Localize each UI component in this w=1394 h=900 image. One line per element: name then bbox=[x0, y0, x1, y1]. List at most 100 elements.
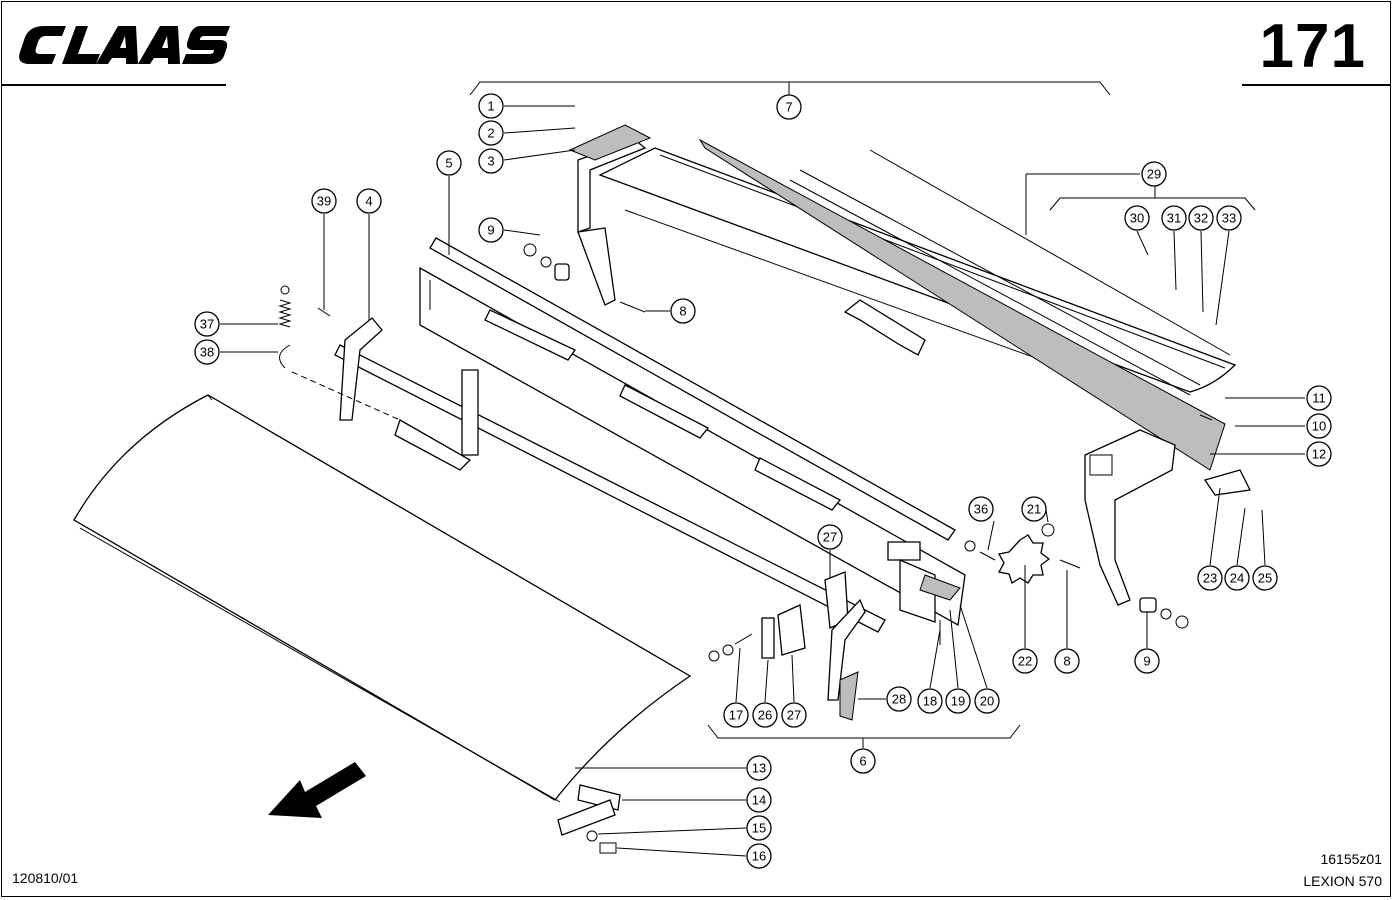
claas-logo bbox=[14, 18, 236, 70]
callout-10: 10 bbox=[1306, 413, 1332, 439]
callout-29: 29 bbox=[1141, 161, 1167, 187]
callout-30: 30 bbox=[1124, 205, 1150, 231]
callout-6: 6 bbox=[850, 748, 876, 774]
callout-8-bottom: 8 bbox=[1054, 648, 1080, 674]
plate-14 bbox=[557, 799, 616, 836]
callout-17: 17 bbox=[723, 702, 749, 728]
callout-9-bottom: 9 bbox=[1134, 648, 1160, 674]
callout-label: 14 bbox=[752, 793, 766, 808]
callout-label: 23 bbox=[1203, 571, 1217, 586]
callout-label: 30 bbox=[1130, 211, 1144, 226]
model-name: LEXION 570 bbox=[1303, 873, 1382, 889]
callout-31: 31 bbox=[1161, 205, 1187, 231]
callout-label: 27 bbox=[787, 708, 801, 723]
spring-37 bbox=[278, 285, 292, 328]
callout-12: 12 bbox=[1306, 441, 1332, 467]
callout-label: 20 bbox=[980, 694, 994, 709]
washer-21 bbox=[1041, 523, 1055, 537]
star-knob-22 bbox=[997, 534, 1051, 584]
callout-label: 31 bbox=[1167, 211, 1181, 226]
callout-18: 18 bbox=[917, 688, 943, 714]
callout-27-bottom: 27 bbox=[781, 702, 807, 728]
callout-label: 3 bbox=[487, 154, 494, 169]
callout-13: 13 bbox=[746, 755, 772, 781]
header-rule-left bbox=[2, 84, 226, 86]
callout-8-top: 8 bbox=[670, 298, 696, 324]
callout-label: 15 bbox=[752, 821, 766, 836]
callout-label: 13 bbox=[752, 761, 766, 776]
seal-strip bbox=[698, 138, 1226, 471]
callout-22: 22 bbox=[1012, 648, 1038, 674]
clip-38 bbox=[279, 344, 291, 369]
roller-tubes bbox=[334, 237, 956, 633]
guide-rails bbox=[789, 149, 1231, 396]
cover-shell bbox=[73, 394, 692, 803]
callout-14: 14 bbox=[746, 787, 772, 813]
callout-2: 2 bbox=[478, 120, 504, 146]
nut-9-top bbox=[523, 243, 537, 257]
callout-label: 6 bbox=[859, 754, 866, 769]
callout-11: 11 bbox=[1306, 385, 1332, 411]
callout-label: 28 bbox=[892, 692, 906, 707]
callout-label: 9 bbox=[1143, 654, 1150, 669]
callout-label: 24 bbox=[1230, 571, 1244, 586]
callout-label: 1 bbox=[487, 99, 494, 114]
drawing-code: 16155z01 bbox=[1320, 851, 1382, 867]
callout-label: 19 bbox=[951, 694, 965, 709]
callout-label: 4 bbox=[365, 194, 372, 209]
callout-label: 16 bbox=[752, 849, 766, 864]
direction-arrow-icon bbox=[268, 762, 366, 818]
hood-handle bbox=[843, 299, 926, 356]
callout-label: 8 bbox=[1063, 654, 1070, 669]
callout-9-top: 9 bbox=[478, 217, 504, 243]
callout-label: 12 bbox=[1312, 447, 1326, 462]
washer-36 bbox=[964, 540, 976, 552]
callout-label: 27 bbox=[823, 530, 837, 545]
callout-label: 22 bbox=[1018, 654, 1032, 669]
callout-label: 39 bbox=[317, 194, 331, 209]
callout-36: 36 bbox=[968, 496, 994, 522]
callout-label: 8 bbox=[679, 304, 686, 319]
leader-lines bbox=[220, 105, 1305, 857]
callout-15: 15 bbox=[746, 815, 772, 841]
right-bracket bbox=[1084, 429, 1176, 606]
callout-32: 32 bbox=[1188, 205, 1214, 231]
group-bracket-7 bbox=[469, 81, 1111, 96]
callout-19: 19 bbox=[945, 688, 971, 714]
callout-5: 5 bbox=[436, 150, 462, 176]
callout-38: 38 bbox=[194, 339, 220, 365]
callout-39: 39 bbox=[311, 188, 337, 214]
header-rule-right bbox=[1242, 84, 1390, 86]
callout-label: 32 bbox=[1194, 211, 1208, 226]
callout-21: 21 bbox=[1021, 496, 1047, 522]
group-bracket-29 bbox=[1049, 197, 1256, 211]
callout-20: 20 bbox=[974, 688, 1000, 714]
callout-33: 33 bbox=[1216, 205, 1242, 231]
page-number: 171 bbox=[1259, 12, 1366, 81]
document-number: 120810/01 bbox=[12, 870, 79, 886]
callout-27-top: 27 bbox=[817, 524, 843, 550]
callout-26: 26 bbox=[752, 702, 778, 728]
callout-label: 36 bbox=[974, 502, 988, 517]
bolt-39 bbox=[317, 307, 331, 317]
callout-3: 3 bbox=[478, 148, 504, 174]
callout-7: 7 bbox=[776, 94, 802, 120]
callout-24: 24 bbox=[1224, 565, 1250, 591]
left-bracket bbox=[568, 124, 652, 306]
callout-1: 1 bbox=[478, 93, 504, 119]
callout-28: 28 bbox=[886, 686, 912, 712]
callout-label: 5 bbox=[445, 156, 452, 171]
group-bracket-6 bbox=[707, 724, 1021, 739]
callout-label: 26 bbox=[758, 708, 772, 723]
callout-37: 37 bbox=[194, 311, 220, 337]
callout-23: 23 bbox=[1197, 565, 1223, 591]
clip-23 bbox=[1203, 469, 1251, 496]
callout-label: 29 bbox=[1147, 167, 1161, 182]
callout-16: 16 bbox=[746, 843, 772, 869]
callout-label: 11 bbox=[1312, 391, 1326, 406]
callout-25: 25 bbox=[1252, 565, 1278, 591]
bolt-8-top bbox=[619, 301, 646, 313]
callout-label: 38 bbox=[200, 345, 214, 360]
